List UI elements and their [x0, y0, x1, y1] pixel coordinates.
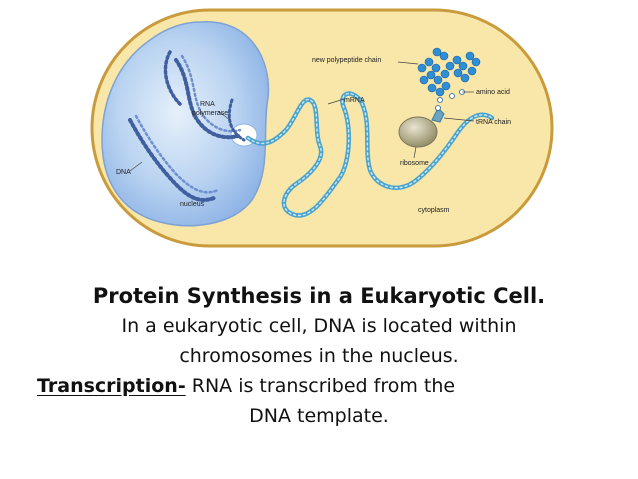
label-cytoplasm: cytoplasm — [418, 207, 450, 214]
cell-diagram: new polypeptide chain RNA polymerase mRN… — [90, 8, 554, 248]
label-ribosome: ribosome — [400, 160, 429, 167]
slide-title: Protein Synthesis in a Eukaryotic Cell. — [92, 284, 546, 308]
mrna-strand — [245, 91, 495, 218]
body-line-2: chromosomes in the nucleus. — [179, 345, 459, 367]
ribosome — [398, 116, 438, 148]
trna — [431, 107, 445, 123]
label-polymerase: polymerase — [192, 110, 228, 117]
dna-strands — [128, 50, 246, 202]
transcription-term: Transcription- — [37, 375, 186, 397]
label-nucleus: nucleus — [180, 201, 205, 208]
body-line-4: DNA template. — [249, 405, 389, 427]
leader-lines — [129, 61, 475, 172]
slide-text: Protein Synthesis in a Eukaryotic Cell. … — [0, 281, 638, 431]
polypeptide-chain — [417, 47, 481, 97]
label-amino-acid: amino acid — [476, 89, 510, 96]
nucleus-shape — [101, 21, 270, 227]
body-line-1: In a eukaryotic cell, DNA is located wit… — [121, 315, 517, 337]
label-trna: tRNA chain — [476, 119, 511, 126]
transcription-definition: RNA is transcribed from the — [185, 375, 456, 397]
label-mrna: mRNA — [344, 97, 365, 104]
body-line-3: Transcription- RNA is transcribed from t… — [0, 371, 638, 401]
label-polypeptide: new polypeptide chain — [312, 57, 381, 64]
label-rna: RNA — [200, 101, 215, 108]
amino-acid-links — [435, 89, 465, 111]
label-dna: DNA — [116, 169, 131, 176]
